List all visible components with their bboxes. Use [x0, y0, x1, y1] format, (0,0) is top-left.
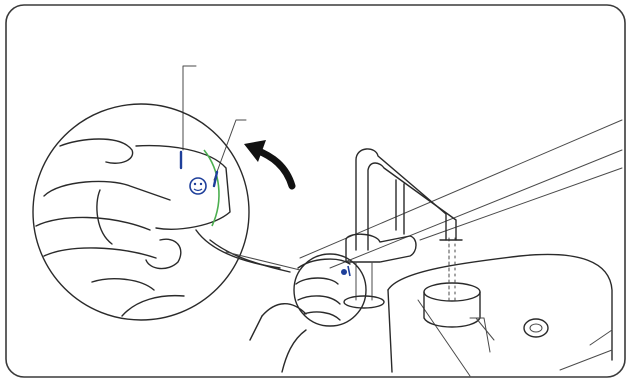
countertop [299, 119, 623, 377]
indicator-mark-right [212, 170, 219, 188]
curved-arrow-icon [244, 140, 296, 190]
figure-frame [5, 4, 626, 378]
small-hand [249, 253, 367, 373]
magnifier-connector [225, 251, 301, 271]
callout-line-right [213, 119, 247, 181]
water-stream [448, 237, 456, 301]
glass [423, 282, 495, 353]
detail-magnifier-icon [32, 103, 291, 321]
smiley-face-icon [189, 177, 207, 195]
callout-line-left [182, 65, 197, 151]
sink-drain [523, 318, 549, 338]
faucet [343, 148, 463, 309]
